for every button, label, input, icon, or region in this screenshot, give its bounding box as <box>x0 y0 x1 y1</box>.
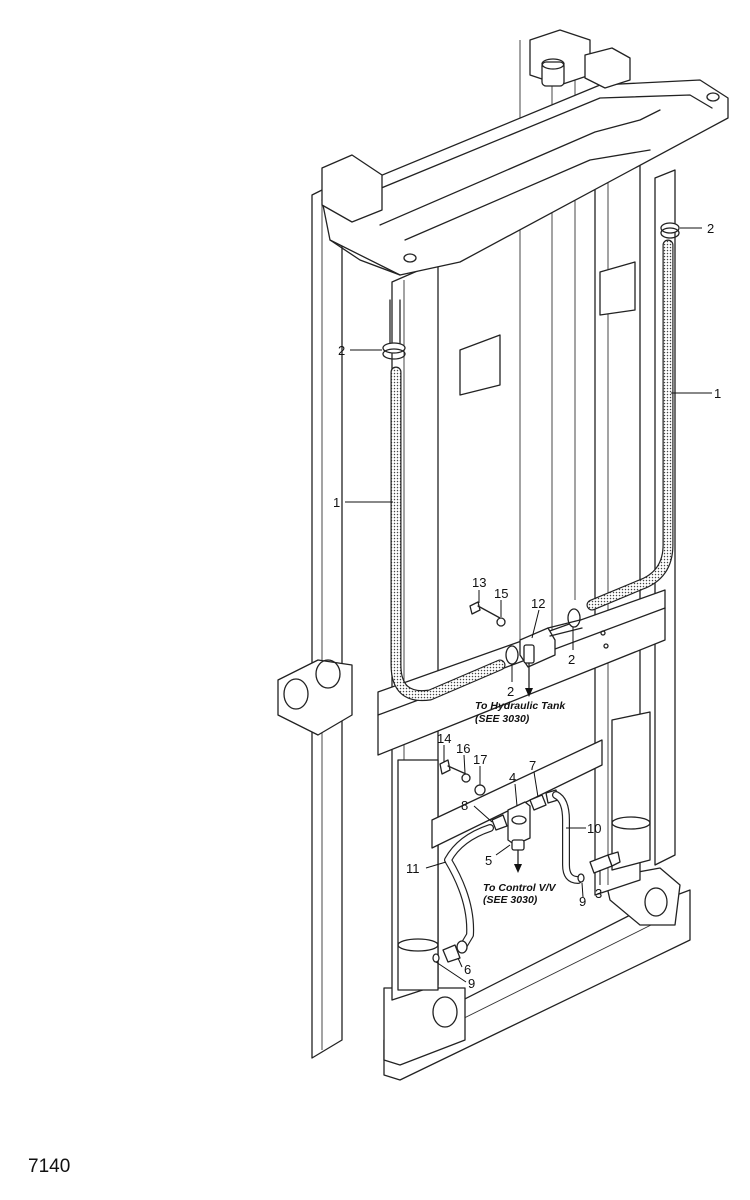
callout-13: 13 <box>472 575 486 590</box>
left-outer-rail <box>311 179 343 1059</box>
hose-clamp-mid-right <box>567 608 581 628</box>
callout-1-right: 1 <box>714 386 721 401</box>
callout-3: 3 <box>595 886 602 901</box>
callout-2-top-right: 2 <box>707 221 714 236</box>
o-ring-9-right <box>577 873 585 883</box>
callout-7: 7 <box>529 758 536 773</box>
bottom-mount-left <box>383 987 466 1066</box>
hose-left-1 <box>389 299 506 702</box>
right-lift-cylinder <box>611 711 651 871</box>
figure-number: 7140 <box>28 1156 70 1177</box>
callout-9-right: 9 <box>579 894 586 909</box>
fitting-3 <box>589 851 621 874</box>
callout-5: 5 <box>485 853 492 868</box>
callout-11: 11 <box>406 861 420 876</box>
hose-clamp-top-left <box>382 342 406 360</box>
hose-clamp-mid-left <box>505 645 519 665</box>
hose-clamp-top-right <box>660 222 680 239</box>
flow-notes: To Hydraulic Tank (SEE 3030) To Control … <box>475 700 566 906</box>
note-control-valve: To Control V/V <box>483 882 557 894</box>
callout-4: 4 <box>509 770 516 785</box>
left-lift-cylinder <box>397 759 439 991</box>
callout-16: 16 <box>456 741 470 756</box>
callout-9-bottom: 9 <box>468 976 475 991</box>
callout-8: 8 <box>461 798 468 813</box>
fitting-6 <box>442 940 468 963</box>
callout-2-mid-right: 2 <box>568 652 575 667</box>
note-hydraulic-tank-ref: (SEE 3030) <box>475 713 530 725</box>
callout-17: 17 <box>473 752 487 767</box>
mast-top-crossbar <box>321 29 729 396</box>
callout-2-mid-left: 2 <box>507 684 514 699</box>
o-ring-9-bottom <box>432 953 440 963</box>
tee-fitting-block <box>469 601 609 697</box>
callout-1-left: 1 <box>333 495 340 510</box>
note-control-valve-ref: (SEE 3030) <box>483 894 538 906</box>
leader-lines <box>345 227 712 983</box>
callout-labels: 1 1 2 2 2 2 3 4 5 6 7 8 9 9 10 11 12 13 … <box>333 221 721 991</box>
callout-2-top-left: 2 <box>338 343 345 358</box>
callout-12: 12 <box>531 596 545 611</box>
tilt-bracket-left <box>277 659 353 736</box>
hose-right-1 <box>586 239 674 611</box>
hose-11 <box>444 824 494 949</box>
callout-14: 14 <box>437 731 451 746</box>
callout-6: 6 <box>464 962 471 977</box>
note-hydraulic-tank: To Hydraulic Tank <box>475 700 566 712</box>
callout-10: 10 <box>587 821 601 836</box>
hose-10 <box>552 791 582 884</box>
callout-15: 15 <box>494 586 508 601</box>
